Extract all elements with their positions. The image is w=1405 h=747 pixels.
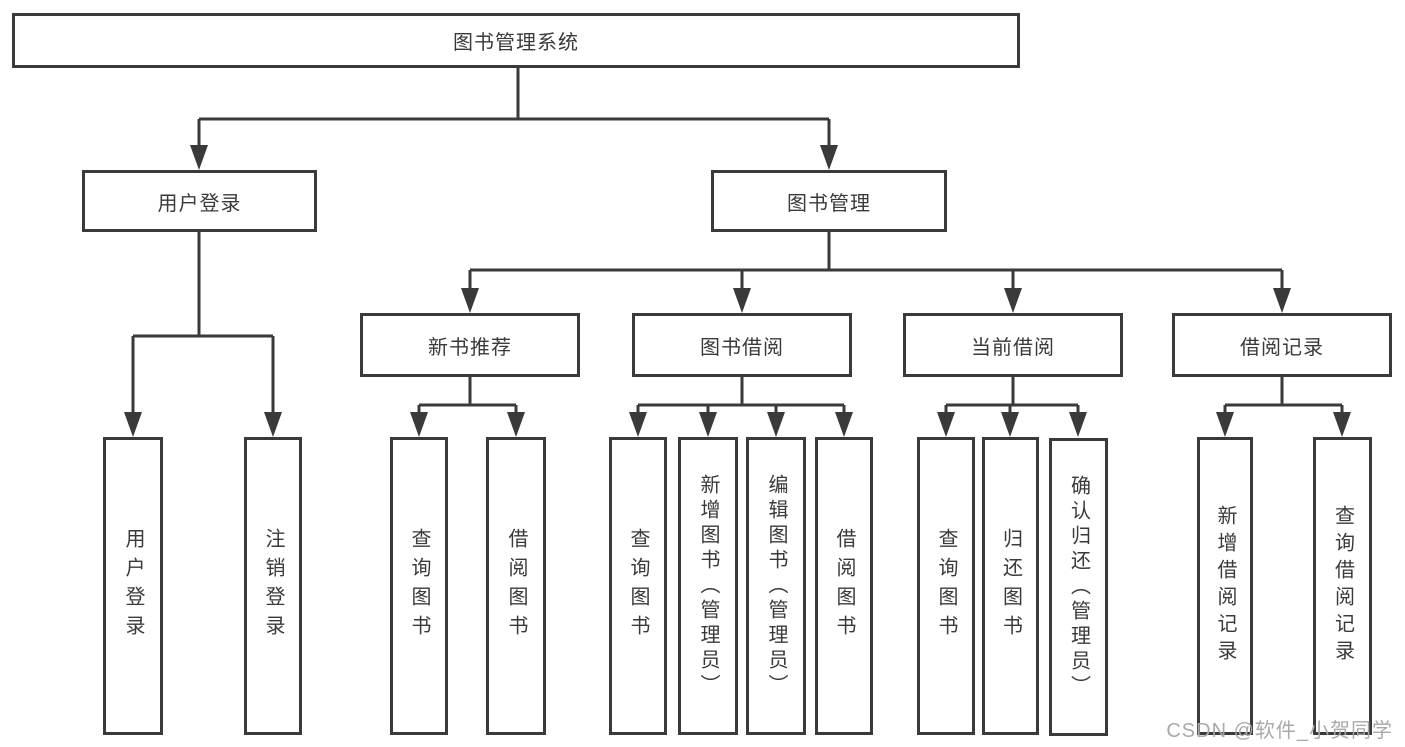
- node-root: 图书管理系统: [12, 13, 1020, 68]
- node-bb-add-book-admin: 新增图书（管理员）: [678, 437, 738, 735]
- node-bb-borrow-book-label: 借阅图书: [833, 528, 855, 644]
- watermark-text: CSDN @软件_小贺同学: [1166, 720, 1393, 742]
- node-new-book-rec-label: 新书推荐: [428, 336, 512, 359]
- node-cb-return-book-label: 归还图书: [999, 528, 1022, 644]
- node-nb-query-book: 查询图书: [390, 437, 448, 735]
- node-cb-confirm-return-admin: 确认归还（管理员）: [1049, 438, 1108, 736]
- node-book-borrow-label: 图书借阅: [700, 336, 784, 359]
- arrowheads: [124, 145, 1351, 437]
- node-leaf-user-login-label: 用户登录: [122, 528, 144, 644]
- node-cb-confirm-return-admin-label: 确认归还（管理员）: [1067, 474, 1090, 700]
- node-current-borrow: 当前借阅: [903, 313, 1123, 377]
- node-nb-borrow-book: 借阅图书: [486, 437, 546, 735]
- node-br-query-record: 查询借阅记录: [1313, 437, 1372, 735]
- node-bb-borrow-book: 借阅图书: [815, 437, 873, 735]
- node-user-login: 用户登录: [82, 170, 317, 232]
- node-current-borrow-label: 当前借阅: [971, 336, 1055, 359]
- node-borrow-record-label: 借阅记录: [1240, 336, 1324, 359]
- node-book-mgmt: 图书管理: [711, 170, 947, 232]
- node-cb-query-book-label: 查询图书: [935, 528, 957, 644]
- node-br-query-record-label: 查询借阅记录: [1331, 505, 1354, 667]
- node-bb-query-book: 查询图书: [609, 437, 667, 735]
- node-bb-query-book-label: 查询图书: [627, 528, 649, 644]
- node-leaf-logout-label: 注销登录: [262, 528, 284, 644]
- node-nb-query-book-label: 查询图书: [408, 528, 430, 644]
- node-new-book-rec: 新书推荐: [360, 313, 580, 377]
- node-bb-edit-book-admin-label: 编辑图书（管理员）: [765, 473, 787, 699]
- node-bb-add-book-admin-label: 新增图书（管理员）: [697, 473, 719, 699]
- node-borrow-record: 借阅记录: [1172, 313, 1392, 377]
- node-bb-edit-book-admin: 编辑图书（管理员）: [746, 437, 806, 735]
- node-cb-query-book: 查询图书: [917, 437, 975, 735]
- node-leaf-user-login: 用户登录: [103, 437, 163, 735]
- node-nb-borrow-book-label: 借阅图书: [505, 528, 527, 644]
- node-br-add-record: 新增借阅记录: [1197, 437, 1253, 735]
- node-user-login-label: 用户登录: [157, 192, 242, 215]
- node-cb-return-book: 归还图书: [982, 437, 1039, 735]
- node-leaf-logout: 注销登录: [244, 437, 302, 735]
- node-book-mgmt-label: 图书管理: [787, 192, 871, 215]
- node-root-label: 图书管理系统: [453, 32, 579, 54]
- node-book-borrow: 图书借阅: [632, 313, 852, 377]
- node-br-add-record-label: 新增借阅记录: [1214, 505, 1236, 667]
